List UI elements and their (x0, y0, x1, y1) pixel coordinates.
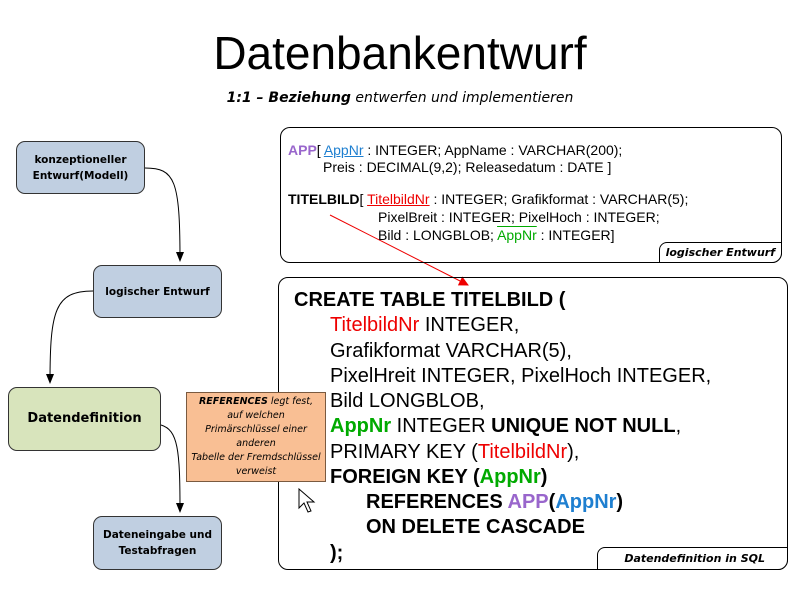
sql-line-7: PRIMARY KEY (TitelbildNr), (330, 440, 579, 465)
tooltip-line-2: Primärschlüssel einer anderen (205, 424, 307, 449)
connector-1 (144, 167, 181, 261)
titelbild-attributes: : INTEGER; Grafikformat : VARCHAR(5); (429, 191, 689, 207)
flow-node-konzeptionell[interactable]: konzeptioneller Entwurf(Modell) (16, 141, 145, 194)
sql-line-9: REFERENCES APP(AppNr) (366, 490, 623, 515)
subtitle-rest: entwerfen und implementieren (350, 90, 574, 106)
logical-design-label: logischer Entwurf (658, 242, 782, 263)
sep: ) (616, 491, 624, 513)
keyword: REFERENCES (366, 491, 508, 513)
app-primary-key: AppNr (323, 142, 364, 158)
relation-arrow (329, 214, 469, 286)
app-table-name: APP (288, 142, 317, 158)
sql-line-2: TitelbildNr INTEGER, (330, 313, 519, 338)
keyword: PRIMARY KEY ( (330, 441, 478, 463)
arrowhead-icon (46, 374, 54, 384)
tooltip-keyword: REFERENCES (198, 396, 268, 407)
app-attributes: : INTEGER; AppName : VARCHAR(200); (363, 142, 623, 158)
sep: ) (540, 466, 548, 488)
sep: , (675, 415, 682, 437)
titelbild-table-name: TITELBILD (288, 191, 360, 207)
tooltip-line-1: REFERENCES legt fest, auf welchen (190, 395, 322, 423)
col-name: AppNr (555, 491, 617, 513)
constraint: UNIQUE NOT NULL (491, 415, 676, 437)
titelbild-primary-key: TitelbildNr (367, 191, 430, 207)
sql-label: Datendefinition in SQL (597, 547, 788, 570)
sep: ( (548, 491, 556, 513)
subtitle-bold: 1:1 – Beziehung (226, 90, 351, 106)
sql-line-1: CREATE TABLE TITELBILD ( (294, 289, 566, 311)
sql-line-4: PixelHreit INTEGER, PixelHoch INTEGER, (330, 365, 712, 387)
col-name: AppNr (330, 415, 392, 437)
arrowhead-icon (176, 252, 184, 262)
arrowhead-icon (176, 503, 184, 513)
table-name: APP (507, 491, 549, 513)
mouse-cursor-icon (298, 488, 316, 513)
logical-design-panel: APP[ AppNr : INTEGER; AppName : VARCHAR(… (280, 127, 782, 263)
titelbild-foreign-key: AppNr (497, 227, 537, 243)
connector-2 (49, 290, 94, 383)
bracket: [ (359, 191, 368, 207)
col-type: INTEGER, (419, 314, 520, 336)
tooltip-line-3: Tabelle der Fremdschlüssel verweist (191, 452, 321, 477)
flow-node-logisch[interactable]: logischer Entwurf (93, 265, 222, 318)
bracket: [ (316, 142, 324, 158)
references-tooltip: REFERENCES legt fest, auf welchen Primär… (186, 392, 326, 482)
sql-line-6: AppNr INTEGER UNIQUE NOT NULL, (330, 414, 681, 439)
keyword: FOREIGN KEY ( (330, 466, 480, 488)
sql-panel: CREATE TABLE TITELBILD ( TitelbildNr INT… (278, 277, 788, 570)
titelbild-attributes-3: Bild : LONGBLOB; AppNr : INTEGER] (378, 227, 615, 244)
flow-node-dateneingabe[interactable]: Dateneingabe und Testabfragen (93, 516, 222, 570)
tooltip-text: legt fest, auf welchen (227, 396, 313, 421)
sql-line-11: ); (330, 542, 344, 564)
titelbild-relation: TITELBILD[ TitelbildNr : INTEGER; Grafik… (288, 191, 688, 208)
app-relation: APP[ AppNr : INTEGER; AppName : VARCHAR(… (288, 142, 622, 159)
sql-line-5: Bild LONGBLOB, (330, 390, 485, 412)
page-title: Datenbankentwurf (213, 27, 587, 79)
connector-3 (160, 424, 181, 511)
sql-line-8: FOREIGN KEY (AppNr) (330, 465, 547, 490)
subtitle: 1:1 – Beziehung entwerfen und implementi… (0, 90, 800, 106)
sep: ), (567, 441, 580, 463)
sql-line-3: Grafikformat VARCHAR(5), (330, 340, 572, 362)
fk-type: : INTEGER] (536, 227, 615, 243)
col-type: INTEGER (391, 415, 492, 437)
col-name: TitelbildNr (330, 314, 420, 336)
col-name: TitelbildNr (477, 441, 568, 463)
bild-attr: Bild : LONGBLOB; (378, 227, 498, 243)
sql-line-10: ON DELETE CASCADE (366, 516, 585, 538)
titelbild-attributes-2: PixelBreit : INTEGER; PixelHoch : INTEGE… (378, 209, 660, 225)
app-attributes-2: Preis : DECIMAL(9,2); Releasedatum : DAT… (323, 159, 612, 175)
flow-node-datendefinition[interactable]: Datendefinition (8, 387, 161, 451)
col-name: AppNr (479, 466, 541, 488)
